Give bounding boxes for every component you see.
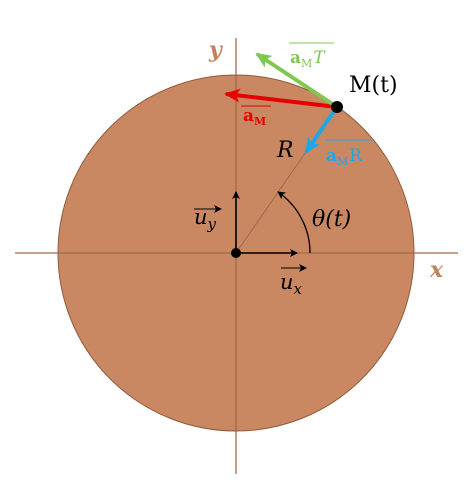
acceleration-vector xyxy=(224,88,338,109)
acceleration-label: aM xyxy=(241,105,271,128)
unit-x-label: ux xyxy=(280,264,307,298)
x-axis-label: x xyxy=(429,257,444,283)
origin-point xyxy=(231,248,241,258)
y-axis-label: y xyxy=(208,37,224,63)
svg-text:ux: ux xyxy=(280,270,303,298)
tangential-acceleration-vector xyxy=(255,52,339,109)
radius-label: R xyxy=(276,138,294,163)
svg-text:aMR: aMR xyxy=(326,146,363,168)
radial-acceleration-label: aMR xyxy=(325,139,372,168)
tangential-acceleration-label: aMT xyxy=(289,42,334,70)
radial-acceleration-vector xyxy=(304,105,339,154)
point-m-label: M(t) xyxy=(349,73,398,98)
unit-y-label: uy xyxy=(194,205,222,233)
svg-text:aM: aM xyxy=(243,106,266,128)
svg-text:aMT: aMT xyxy=(290,48,326,70)
svg-text:uy: uy xyxy=(194,205,217,233)
angle-arc xyxy=(277,191,311,254)
angle-label: θ(t) xyxy=(312,207,351,232)
point-m xyxy=(331,101,343,113)
